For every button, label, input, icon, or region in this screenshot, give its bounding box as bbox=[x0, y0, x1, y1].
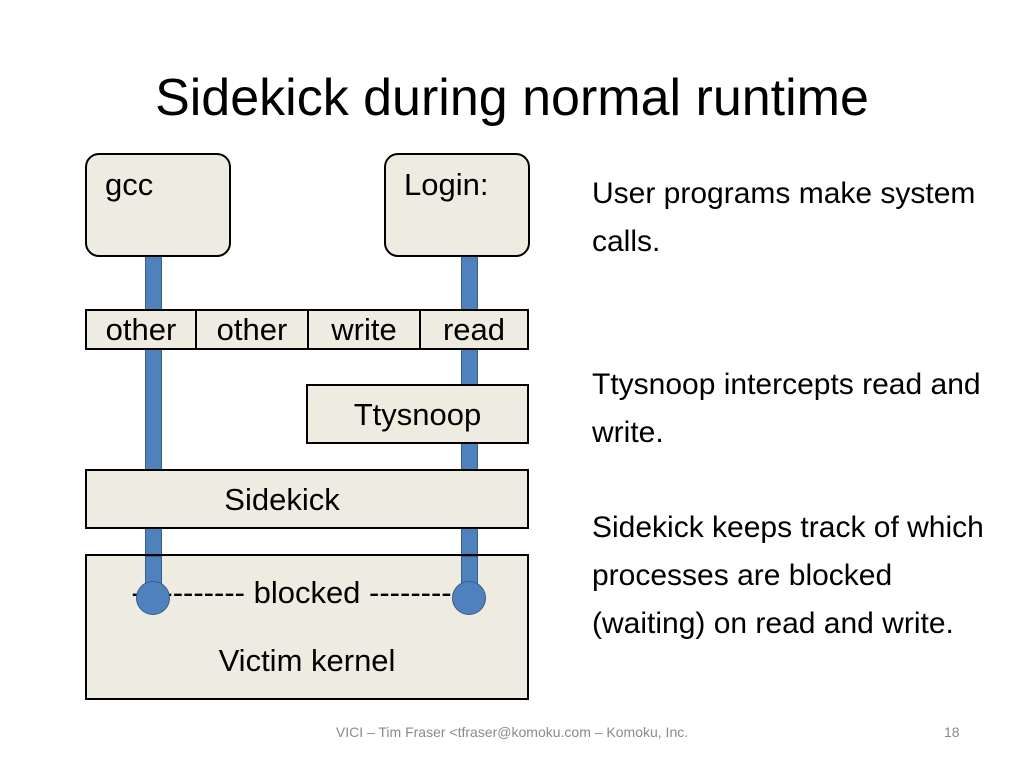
sidekick-label: Sidekick bbox=[224, 481, 340, 517]
note-sidekick: Sidekick keeps track of which processes … bbox=[592, 511, 984, 640]
kernel-label: Victim kernel bbox=[218, 643, 396, 678]
process-login: Login: bbox=[384, 153, 530, 257]
syscall-row: other other write read bbox=[85, 309, 529, 350]
syscall-other-2: other bbox=[197, 311, 309, 348]
login-blocked-dot bbox=[452, 581, 486, 615]
syscall-other-1: other bbox=[87, 311, 197, 348]
sidekick-box: Sidekick bbox=[85, 469, 529, 529]
blocked-status-line: ----------- blocked ----------- bbox=[131, 575, 483, 610]
gcc-pipe bbox=[145, 250, 162, 600]
process-gcc-label: gcc bbox=[105, 167, 154, 202]
kernel-box bbox=[85, 554, 529, 700]
note-system-calls: User programs make system calls. bbox=[592, 177, 976, 258]
note-ttysnoop: Ttysnoop intercepts read and write. bbox=[592, 368, 981, 449]
gcc-blocked-dot bbox=[136, 581, 170, 615]
ttysnoop-label: Ttysnoop bbox=[353, 396, 482, 432]
syscall-write: write bbox=[309, 311, 421, 348]
process-gcc: gcc bbox=[85, 153, 231, 257]
slide-footer: VICI – Tim Fraser <tfraser@komoku.com – … bbox=[335, 724, 689, 740]
syscall-read: read bbox=[442, 311, 506, 347]
page-number: 18 bbox=[944, 724, 960, 740]
slide-title: Sidekick during normal runtime bbox=[155, 69, 869, 127]
ttysnoop-box: Ttysnoop bbox=[306, 384, 529, 444]
process-login-label: Login: bbox=[404, 167, 489, 202]
